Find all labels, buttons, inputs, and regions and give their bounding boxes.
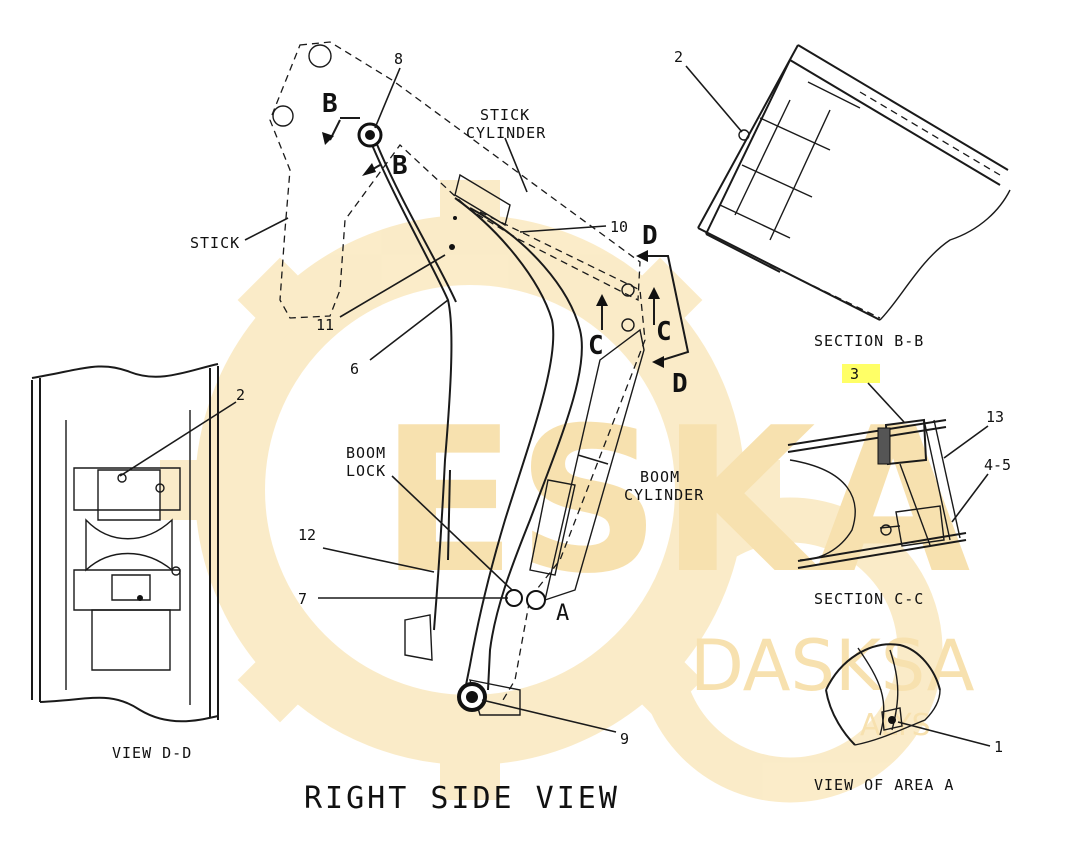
leader-13 — [943, 425, 989, 459]
callout-7: 7 — [298, 590, 307, 608]
callout-4-5: 4-5 — [984, 456, 1011, 474]
hose-line-inner — [375, 141, 457, 303]
callout-3: 3 — [850, 365, 859, 383]
section-bb — [697, 44, 1011, 321]
leader-3 — [867, 382, 905, 423]
caption-section-cc: SECTION C-C — [814, 590, 924, 608]
leader-4-5 — [951, 473, 989, 523]
watermark-gear-ring — [195, 215, 745, 765]
label-stick-cylinder-2: CYLINDER — [466, 124, 546, 142]
label-boom-lock-1: BOOM — [346, 444, 386, 462]
section-cc — [787, 418, 967, 569]
section-letter-d1: D — [642, 221, 658, 251]
callout-2-dd: 2 — [236, 386, 245, 404]
callout-13: 13 — [986, 408, 1004, 426]
callout-10: 10 — [610, 218, 628, 236]
caption-view-area-a: VIEW OF AREA A — [814, 776, 954, 794]
leader-2-bb — [685, 65, 743, 133]
watermark-text-2: DASKSA — [690, 625, 975, 707]
leader-1 — [897, 721, 991, 747]
view-area-a — [825, 643, 941, 746]
callout-8: 8 — [394, 50, 403, 68]
main-leaders — [244, 67, 617, 733]
caption-view-dd: VIEW D-D — [112, 744, 192, 762]
section-arrow-c: C C — [588, 287, 672, 361]
caption-right-side-view: RIGHT SIDE VIEW — [304, 781, 620, 816]
section-letter-b2: B — [392, 151, 408, 181]
view-dd — [31, 363, 219, 723]
pin-7 — [505, 589, 523, 607]
label-stick-cylinder-1: STICK — [480, 106, 530, 124]
section-letter-c1: C — [588, 331, 604, 361]
callout-11: 11 — [316, 316, 334, 334]
callout-2-bb: 2 — [674, 48, 683, 66]
pin-a — [526, 590, 546, 610]
stick-lower-pin — [272, 105, 294, 127]
boom-cylinder-rod — [529, 479, 576, 576]
watermark-gear-ring-small — [637, 497, 943, 803]
label-boom-cylinder-2: CYLINDER — [624, 486, 704, 504]
watermark-text-1: ESKA — [380, 385, 970, 618]
pin-8 — [357, 122, 383, 148]
boom-bracket — [404, 614, 433, 661]
section-letter-d2: D — [672, 369, 688, 399]
leader-2-dd — [119, 401, 237, 477]
stick-cylinder-body — [454, 173, 511, 227]
callout-9: 9 — [620, 730, 629, 748]
section-arrow-b: B B — [322, 89, 408, 181]
callout-6: 6 — [350, 360, 359, 378]
pin-9 — [457, 682, 487, 712]
stick-upper-pin — [308, 44, 332, 68]
boom-structure — [404, 173, 646, 716]
hose-line — [369, 139, 453, 631]
boom-cylinder-body — [544, 328, 645, 602]
caption-section-bb: SECTION B-B — [814, 332, 924, 350]
label-stick: STICK — [190, 234, 240, 252]
section-letter-b1: B — [322, 89, 338, 119]
watermark: ESKA DASKSA ALYS — [160, 180, 975, 803]
stick-outline — [269, 41, 641, 319]
section-letter-c2: C — [656, 317, 672, 347]
label-boom-lock-2: LOCK — [346, 462, 386, 480]
section-arrow-d: D D — [636, 221, 690, 399]
callout-12: 12 — [298, 526, 316, 544]
label-boom-cylinder-1: BOOM — [640, 468, 680, 486]
section-letter-a: A — [556, 601, 569, 626]
callout-3-highlight — [842, 364, 880, 383]
callout-1: 1 — [994, 738, 1003, 756]
